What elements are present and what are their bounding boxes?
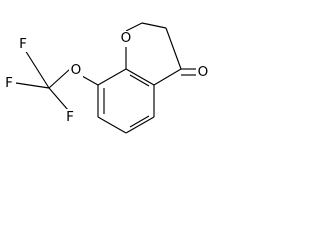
ether-oxygen-atom: O [69,62,83,78]
bond-c4-c4a [153,68,182,86]
fluorine-top-label-background [17,36,29,52]
ketone-oxygen-label-background [196,64,210,80]
bond-c4a-c8a [125,68,155,86]
fluorine-left-label: F [5,75,13,91]
bond-c8-ether-o [81,75,99,86]
bond-cf3-f-top [24,49,50,89]
fluorine-bottom-label-background [64,109,76,125]
ether-oxygen-label-background [69,62,83,78]
bond-c7-c6 [97,116,127,134]
bond-c2-c3 [141,22,167,29]
bond-c6-c5 [125,116,155,134]
fluorine-left-label-background [3,75,15,91]
ketone-oxygen-label: O [198,64,209,80]
bond-ether-o-cf3 [48,68,71,89]
ring-oxygen-label-background [119,31,133,47]
fluorine-bottom-label: F [66,109,74,125]
fluorine-bottom-atom: F [64,109,76,125]
fluorine-top-label: F [19,36,27,52]
bond-layer [15,22,197,134]
bond-cf3-f-bottom [48,87,69,111]
ether-oxygen-label: O [71,62,82,78]
ring-oxygen-label: O [121,30,132,46]
aromatic-inner-bond-bottom [129,115,150,128]
ring-oxygen-atom: O [119,30,133,47]
ketone-oxygen-atom: O [196,64,210,80]
bond-c8a-c8 [97,68,127,86]
aromatic-inner-bond-top [129,74,150,87]
bond-cf3-f-left [15,82,50,89]
chemical-structure-diagram: O O O F F F [3,22,210,134]
atom-label-layer: O O O F F F [3,30,210,125]
fluorine-left-atom: F [3,75,15,91]
fluorine-top-atom: F [17,36,29,52]
bond-o1-c2 [125,22,143,32]
bond-c3-c4 [165,27,182,70]
